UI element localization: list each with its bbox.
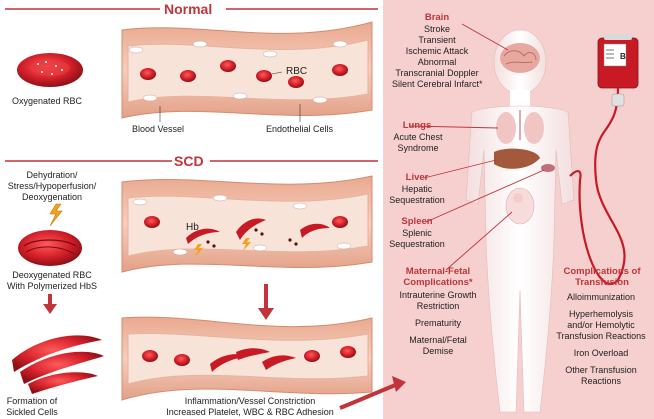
lungs-title: Lungs <box>402 120 432 131</box>
normal-blood-vessel <box>121 21 373 122</box>
curved-arrow <box>339 382 399 410</box>
leader-lungs <box>409 125 499 129</box>
drip-chamber <box>611 93 625 107</box>
maternal-fetal-complications-list: Intrauterine Growth Restriction Prematur… <box>399 290 477 356</box>
scd-blood-vessel-lower <box>121 316 373 401</box>
curved-arrow-head <box>392 376 406 392</box>
brain-title: Brain <box>424 12 450 23</box>
arrow-head-center <box>258 308 274 320</box>
blood-bag-illustration <box>597 34 639 89</box>
rbc-label: RBC <box>286 66 308 77</box>
sickled-cells-label: Formation of Sickled Cells <box>6 396 58 417</box>
spleen-complications-list: Splenic Sequestration <box>389 228 445 249</box>
transfusion-tube <box>569 87 626 285</box>
transfusion-title: Complications of Transfusion <box>563 266 641 288</box>
blood-vessel-label: Blood Vessel <box>132 124 185 134</box>
deoxygenated-rbc-label: Deoxygenated RBC With Polymerized HbS <box>6 270 98 291</box>
scd-blood-vessel-upper <box>121 175 373 273</box>
brain-organ <box>500 43 540 73</box>
arrow-head-left <box>43 304 57 314</box>
leader-brain <box>461 23 509 51</box>
normal-section-title: Normal <box>164 1 213 17</box>
liver-title: Liver <box>405 172 429 183</box>
liver-complications-list: Hepatic Sequestration <box>389 184 445 205</box>
endothelial-cells-label: Endothelial Cells <box>266 124 334 134</box>
lungs-organ <box>496 110 544 144</box>
oxygenated-rbc-label: Oxygenated RBC <box>12 96 83 106</box>
hb-label: Hb <box>186 222 199 233</box>
fetus-organ <box>505 187 535 225</box>
leader-spleen <box>425 169 545 223</box>
deoxygenated-rbc-illustration <box>18 230 82 266</box>
inflammation-label: Inflammation/Vessel Constriction Increas… <box>166 396 334 417</box>
sickled-cells-illustration <box>12 335 104 394</box>
blood-bag-label: B <box>620 52 626 61</box>
dehydration-label: Dehydration/ Stress/Hypoperfusion/ Deoxy… <box>7 170 97 202</box>
scd-section-title: SCD <box>174 153 204 169</box>
maternal-fetal-title: Maternal-Fetal Complications* <box>403 266 473 288</box>
lungs-complications-list: Acute Chest Syndrome <box>393 132 443 153</box>
leader-liver <box>423 159 497 179</box>
transfusion-complications-list: Alloimmunization Hyperhemolysis and/or H… <box>556 292 646 386</box>
brain-complications-list: Stroke Transient Ischemic Attack Abnorma… <box>392 24 483 89</box>
spleen-title: Spleen <box>401 216 433 227</box>
liver-organ <box>494 148 540 169</box>
lightning-bolt-icon <box>49 203 63 227</box>
leader-maternal <box>445 211 513 271</box>
spleen-organ <box>541 164 555 172</box>
oxygenated-rbc-illustration <box>17 53 83 87</box>
